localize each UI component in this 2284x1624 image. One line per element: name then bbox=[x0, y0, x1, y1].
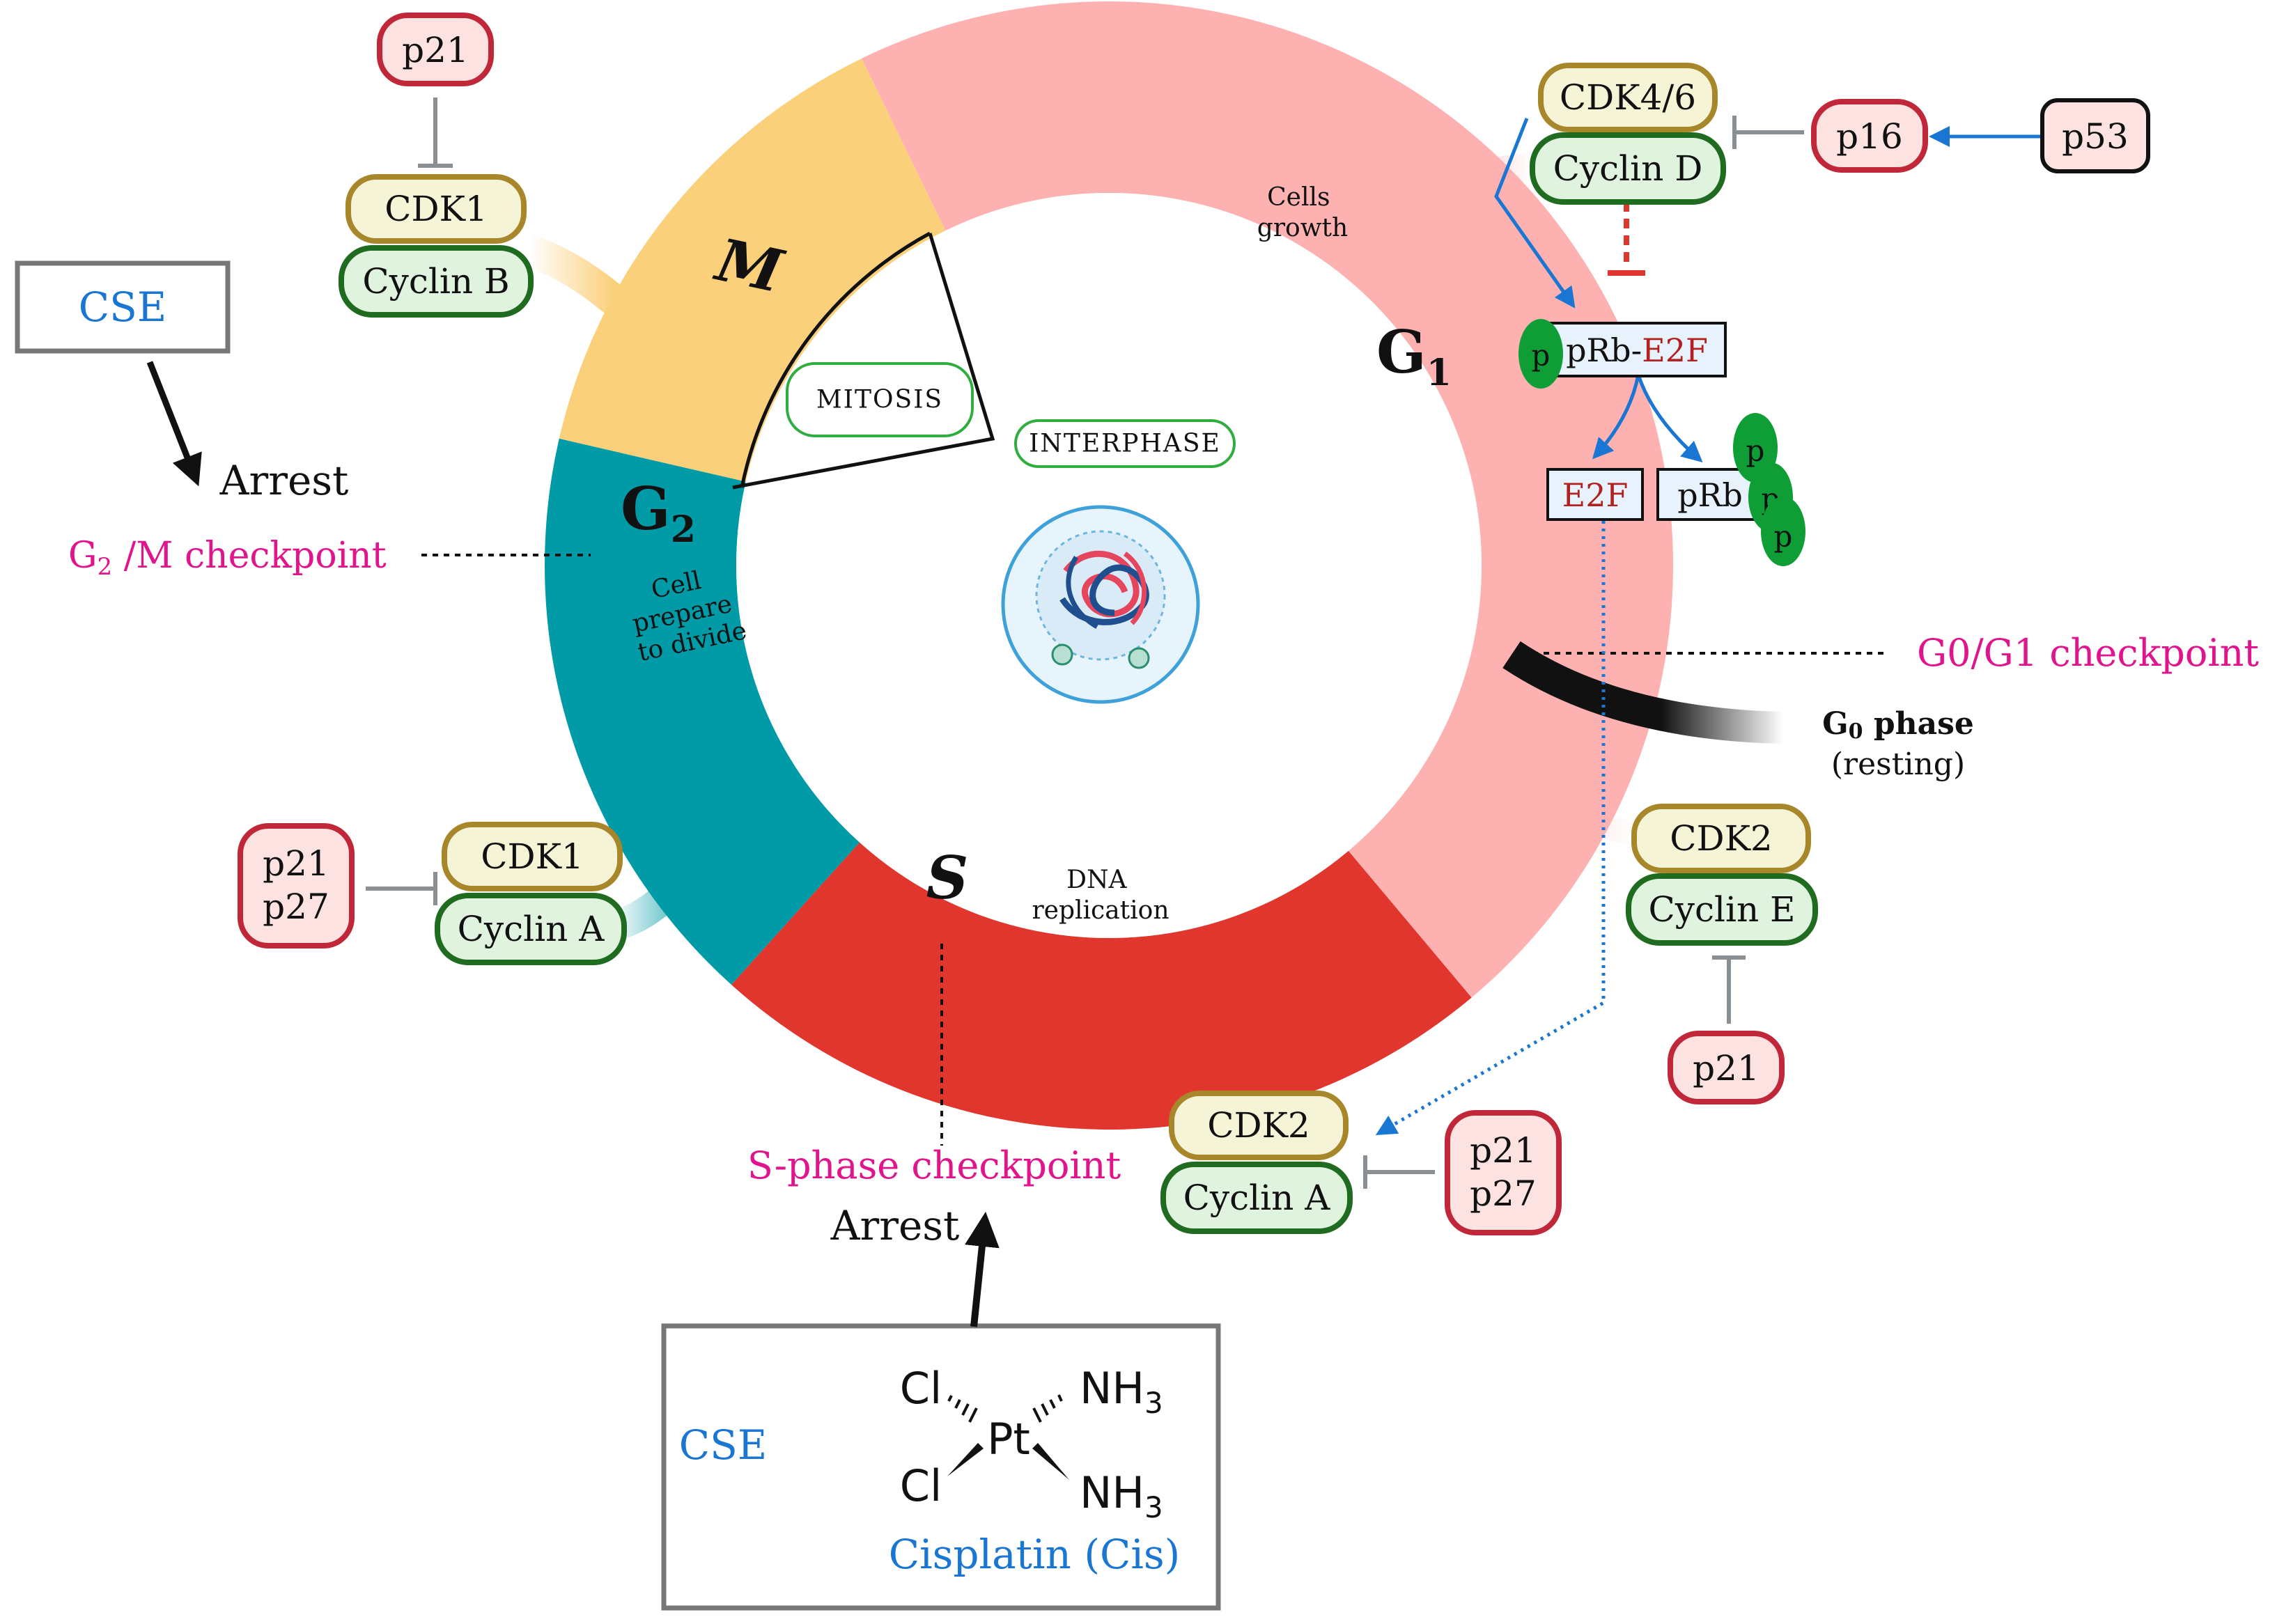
g0g1-checkpoint-label: G0/G1 checkpoint bbox=[1917, 631, 2259, 675]
cisplatin-structure: Cl Cl Pt NH3 NH3 bbox=[900, 1363, 1163, 1524]
svg-text:p27: p27 bbox=[1470, 1173, 1537, 1214]
complex-cdk46-cyclin-d: CDK4/6 Cyclin D bbox=[1530, 63, 1726, 205]
complex-cdk2-cyclin-e: CDK2 Cyclin E bbox=[1626, 804, 1818, 946]
cse-left-arrow bbox=[146, 361, 202, 487]
cyclin-a-bottom-label: Cyclin A bbox=[1183, 1178, 1331, 1218]
svg-text:p21: p21 bbox=[263, 843, 329, 884]
svg-text:Pt: Pt bbox=[987, 1414, 1030, 1465]
cyclin-d-label: Cyclin D bbox=[1553, 148, 1703, 189]
prb-phospho-3 bbox=[1761, 497, 1805, 566]
cisplatin-arrow bbox=[965, 1212, 1000, 1327]
inhibition-lines bbox=[366, 97, 1804, 1189]
cisplatin-box bbox=[661, 1323, 1221, 1611]
prb-split-to-e2f-arrow bbox=[1592, 374, 1640, 460]
g0-phase-label: G0 phase bbox=[1822, 706, 1974, 744]
cdk2-a-label: CDK2 bbox=[1207, 1105, 1310, 1146]
ring-segment-m bbox=[559, 58, 946, 482]
prb-phospho-3-label: p bbox=[1774, 520, 1793, 554]
prb-e2f-phospho bbox=[1518, 319, 1563, 389]
svg-text:Cell prepare to di: Cell prepare to divide bbox=[623, 559, 749, 667]
prb-e2f-phospho-label: p bbox=[1532, 338, 1551, 373]
phase-label-m: M bbox=[708, 224, 790, 306]
g0-resting-label: (resting) bbox=[1831, 747, 1965, 782]
cse-left-label: CSE bbox=[79, 283, 166, 331]
connector-cyclin-b bbox=[513, 235, 629, 315]
svg-text:p21: p21 bbox=[1693, 1048, 1759, 1088]
mitosis-label: MITOSIS bbox=[816, 386, 943, 414]
phase-label-g1: G1 bbox=[1376, 318, 1452, 394]
svg-text:NH3: NH3 bbox=[1080, 1363, 1163, 1420]
svg-text:p27: p27 bbox=[263, 887, 329, 927]
g2m-checkpoint-label: G2 /M checkpoint bbox=[68, 535, 387, 581]
ring-segment-s bbox=[731, 842, 1472, 1130]
prb-e2f-box bbox=[1541, 322, 1727, 377]
phase-label-g2: G2 bbox=[621, 474, 696, 551]
s-phase-checkpoint-label: S-phase checkpoint bbox=[747, 1143, 1121, 1187]
svg-text:Cl: Cl bbox=[900, 1460, 942, 1511]
cdk46-label: CDK4/6 bbox=[1560, 77, 1696, 118]
complex-cdk1-cyclin-a: CDK1 Cyclin A bbox=[435, 822, 627, 965]
s-desc: DNA replication bbox=[1032, 866, 1169, 925]
mitosis-wedge bbox=[732, 233, 995, 490]
ring-segment-g1 bbox=[861, 1, 1674, 998]
inhibitor-p16: p16 bbox=[1811, 99, 1928, 173]
interphase-label-box bbox=[1014, 419, 1236, 468]
mitosis-label-box bbox=[786, 362, 974, 437]
complex-cdk2-cyclin-a: CDK2 Cyclin A bbox=[1160, 1091, 1353, 1234]
g2-desc: Cell prepare to divide bbox=[623, 559, 749, 667]
e2f-free-box bbox=[1546, 468, 1644, 521]
cisplatin-cse-label: CSE bbox=[679, 1421, 767, 1469]
inhibitor-p21-p27-left: p21 p27 bbox=[238, 823, 355, 948]
g0-phase-arc bbox=[1502, 641, 1784, 744]
svg-text:p21: p21 bbox=[1470, 1130, 1537, 1171]
cse-left-box bbox=[15, 260, 231, 354]
inhibitor-p21-p27-bottom: p21 p27 bbox=[1445, 1110, 1562, 1235]
prb-split-to-prb-arrow bbox=[1636, 374, 1703, 462]
svg-text:p16: p16 bbox=[1836, 116, 1903, 157]
cisplatin-name: Cisplatin (Cis) bbox=[889, 1531, 1181, 1578]
cdk1-b-label: CDK1 bbox=[384, 189, 488, 229]
inhibitor-p21-right: p21 bbox=[1668, 1031, 1785, 1104]
cyclin-b-label: Cyclin B bbox=[362, 261, 509, 302]
prb-free-label: pRb bbox=[1677, 476, 1743, 514]
svg-text:p21: p21 bbox=[402, 30, 469, 70]
cyclin-a-left-label: Cyclin A bbox=[458, 909, 605, 949]
cdk46-to-prb-arrow bbox=[1494, 118, 1576, 309]
svg-text:NH3: NH3 bbox=[1080, 1467, 1163, 1524]
cdk1-a-label: CDK1 bbox=[481, 836, 584, 877]
arrest-left-label: Arrest bbox=[219, 457, 349, 504]
g1-desc: Cells growth bbox=[1257, 183, 1348, 242]
complex-cdk1-cyclin-b: CDK1 Cyclin B bbox=[339, 174, 534, 318]
cell-nucleus-illustration bbox=[1001, 505, 1200, 704]
phase-label-s: S bbox=[926, 843, 969, 912]
ring-segment-g2 bbox=[544, 438, 860, 985]
prb-e2f-label: pRb-E2F bbox=[1566, 331, 1708, 369]
interphase-label: INTERPHASE bbox=[1029, 430, 1221, 458]
inhibitor-p21-top: p21 bbox=[377, 13, 494, 86]
mitosis-wedge-arc bbox=[740, 231, 931, 488]
arrest-bottom-label: Arrest bbox=[830, 1202, 960, 1249]
svg-text:Cl: Cl bbox=[900, 1363, 942, 1414]
svg-text:p53: p53 bbox=[2062, 116, 2129, 157]
prb-phospho-1-label: p bbox=[1746, 434, 1765, 468]
cell-cycle-ring bbox=[544, 1, 1674, 1130]
cdk2-e-label: CDK2 bbox=[1670, 818, 1773, 859]
cyclin-e-label: Cyclin E bbox=[1648, 889, 1795, 930]
inhibitor-p53: p53 bbox=[2040, 98, 2150, 173]
e2f-free-label: E2F bbox=[1562, 476, 1629, 514]
